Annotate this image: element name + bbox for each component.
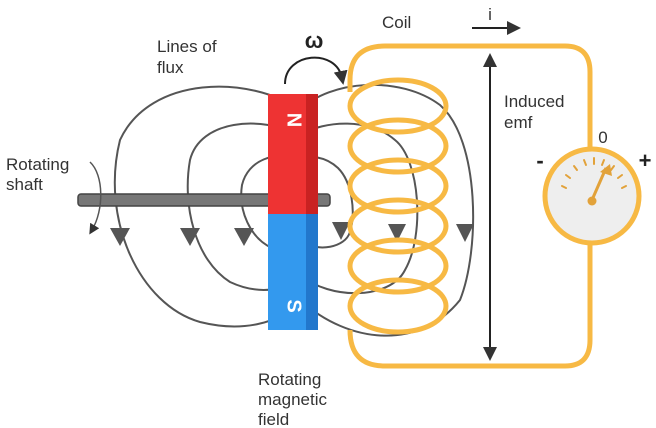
coil-lead-top xyxy=(347,43,386,92)
meter-minus-label: - xyxy=(536,148,543,173)
meter-scale xyxy=(561,157,627,189)
lines-of-flux-label: Lines of flux xyxy=(157,37,221,77)
north-label: N xyxy=(283,113,305,127)
omega-symbol: ω xyxy=(305,28,324,53)
rotating-shaft-label: Rotating shaft xyxy=(6,155,74,194)
south-pole-shade xyxy=(306,214,318,330)
induced-emf-label: Induced emf xyxy=(504,92,569,132)
rotating-shaft xyxy=(77,193,331,207)
south-label: S xyxy=(283,299,305,312)
coil-turn-5 xyxy=(347,237,449,295)
coil-turn-3 xyxy=(347,157,449,215)
flux-arrow-5 xyxy=(388,224,406,242)
meter-pivot xyxy=(587,196,597,206)
rotating-field-label: Rotating magnetic field xyxy=(258,370,332,428)
bar-magnet: N S xyxy=(268,94,318,330)
meter-plus-label: + xyxy=(639,148,652,173)
coil-turn-2 xyxy=(347,117,449,175)
coil xyxy=(347,77,449,335)
coil-turn-4 xyxy=(347,197,449,255)
coil-turn-1 xyxy=(347,77,449,135)
flux-arrow-6 xyxy=(456,224,474,242)
circuit-wire xyxy=(347,43,593,369)
rotation-arrow-icon xyxy=(284,56,348,85)
meter-needle-icon xyxy=(590,167,608,201)
galvanometer xyxy=(542,146,642,246)
flux-arrow-4 xyxy=(332,222,350,240)
shaft-rotation-icon xyxy=(89,161,102,235)
flux-arrow-2 xyxy=(180,228,200,246)
coil-turn-6 xyxy=(347,277,449,335)
coil-label: Coil xyxy=(382,13,411,32)
meter-face xyxy=(542,146,642,246)
meter-zero-label: 0 xyxy=(598,128,607,147)
flux-arrow-1 xyxy=(110,228,130,246)
meter-needle-tip xyxy=(600,164,612,176)
north-pole-shade xyxy=(306,94,318,214)
current-label: i xyxy=(488,5,492,24)
flux-arrow-3 xyxy=(234,228,254,246)
